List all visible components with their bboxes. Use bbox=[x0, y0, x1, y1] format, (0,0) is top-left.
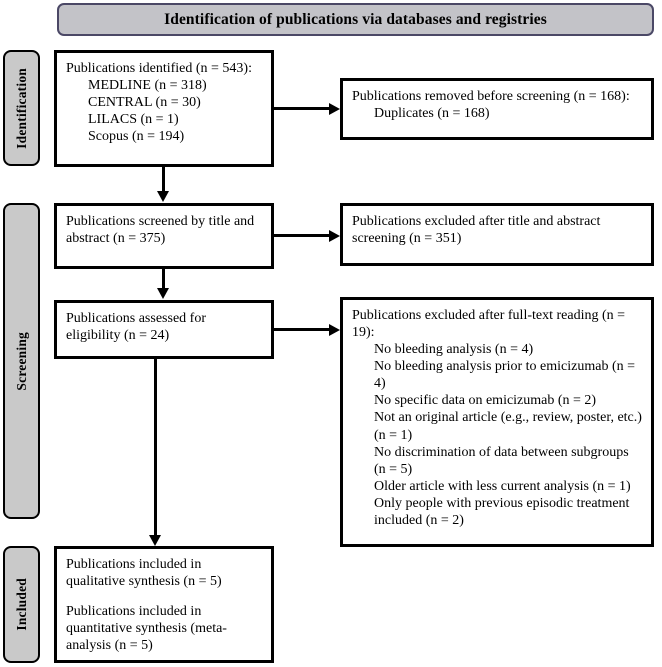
connector-identified-to-removed bbox=[274, 107, 329, 110]
box-excluded-ft-reason-4: Not an original article (e.g., review, p… bbox=[374, 410, 642, 443]
box-included-qualitative: Publications included in qualitative syn… bbox=[66, 557, 222, 590]
box-excluded-ft-reason-2: No bleeding analysis prior to emicizumab… bbox=[374, 359, 635, 392]
stage-label-included-text: Included bbox=[13, 578, 29, 631]
box-excluded-ft-line-1: Publications excluded after full-text re… bbox=[352, 308, 626, 341]
box-identified-line-lilacs: LILACS (n = 1) bbox=[88, 112, 179, 128]
arrowhead-eligibility-to-excluded-full-text bbox=[329, 323, 340, 336]
box-assessed-eligibility: Publications assessed for eligibility (n… bbox=[54, 300, 274, 359]
connector-screened-to-eligibility bbox=[162, 269, 165, 289]
box-excluded-ft-reason-7: Only people with previous episodic treat… bbox=[374, 495, 630, 528]
box-identified-line-central: CENTRAL (n = 30) bbox=[88, 95, 201, 111]
arrowhead-screened-to-eligibility bbox=[157, 288, 169, 299]
diagram-header-banner: Identification of publications via datab… bbox=[57, 3, 654, 36]
connector-eligibility-to-excluded-full-text bbox=[274, 328, 329, 331]
connector-screened-to-excluded-title-abstract bbox=[274, 234, 329, 237]
box-screened-line-1: Publications screened by title and abstr… bbox=[66, 214, 255, 247]
stage-label-screening: Screening bbox=[3, 203, 40, 519]
diagram-title: Identification of publications via datab… bbox=[164, 10, 547, 28]
box-identified-line-1: Publications identified (n = 543): bbox=[66, 61, 252, 76]
arrowhead-identified-to-screened bbox=[157, 191, 169, 202]
connector-eligibility-to-included bbox=[154, 359, 157, 536]
stage-label-screening-text: Screening bbox=[13, 331, 29, 391]
box-excluded-title-abstract: Publications excluded after title and ab… bbox=[340, 203, 654, 266]
box-excluded-full-text: Publications excluded after full-text re… bbox=[340, 297, 654, 547]
arrowhead-eligibility-to-included bbox=[149, 535, 161, 546]
connector-identified-to-screened bbox=[162, 167, 165, 192]
box-publications-included: Publications included in qualitative syn… bbox=[54, 546, 274, 663]
box-excluded-ft-reason-3: No specific data on emicizumab (n = 2) bbox=[374, 393, 597, 409]
box-publications-identified: Publications identified (n = 543): MEDLI… bbox=[54, 50, 274, 167]
box-eligibility-line-1: Publications assessed for eligibility (n… bbox=[66, 311, 206, 344]
box-excluded-ft-reason-6: Older article with less current analysis… bbox=[374, 478, 631, 494]
arrowhead-screened-to-excluded-title-abstract bbox=[329, 229, 340, 242]
stage-label-identification: Identification bbox=[3, 50, 40, 166]
box-excluded-ft-reason-5: No discrimination of data between subgro… bbox=[374, 444, 629, 477]
box-included-quantitative: Publications included in quantitative sy… bbox=[66, 604, 227, 654]
box-identified-line-scopus: Scopus (n = 194) bbox=[88, 129, 185, 145]
box-identified-line-medline: MEDLINE (n = 318) bbox=[88, 78, 207, 94]
box-excluded-ta-line-1: Publications excluded after title and ab… bbox=[352, 214, 601, 247]
box-publications-screened: Publications screened by title and abstr… bbox=[54, 203, 274, 269]
box-excluded-ft-reason-1: No bleeding analysis (n = 4) bbox=[374, 342, 534, 358]
box-removed-line-duplicates: Duplicates (n = 168) bbox=[374, 106, 490, 122]
box-removed-line-1: Publications removed before screening (n… bbox=[352, 89, 630, 104]
stage-label-identification-text: Identification bbox=[13, 67, 29, 149]
arrowhead-identified-to-removed bbox=[329, 102, 340, 115]
stage-label-included: Included bbox=[3, 546, 40, 663]
box-publications-removed: Publications removed before screening (n… bbox=[340, 78, 654, 140]
